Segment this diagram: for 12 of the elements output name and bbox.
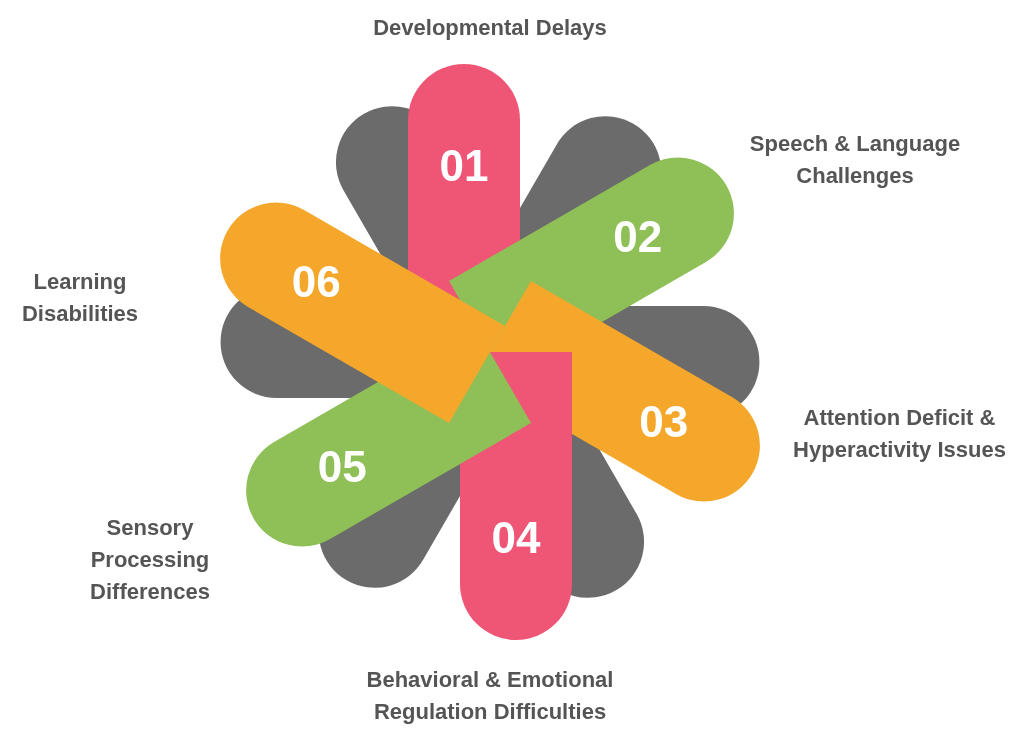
step-caption: Sensory Processing Differences <box>89 514 211 606</box>
step-caption: Learning Disabilities <box>20 268 140 328</box>
step-caption: Developmental Delays <box>372 14 608 42</box>
step-number: 06 <box>291 256 341 307</box>
step-number: 04 <box>491 512 541 563</box>
step-number: 02 <box>613 211 663 262</box>
step-number: 03 <box>639 397 689 448</box>
step-number: 05 <box>317 442 367 493</box>
step-caption: Attention Deficit & Hyperactivity Issues <box>792 404 1007 464</box>
step-number: 01 <box>439 141 489 192</box>
step-caption: Speech & Language Challenges <box>748 130 962 190</box>
step-caption: Behavioral & Emotional Regulation Difficulties <box>365 666 615 726</box>
